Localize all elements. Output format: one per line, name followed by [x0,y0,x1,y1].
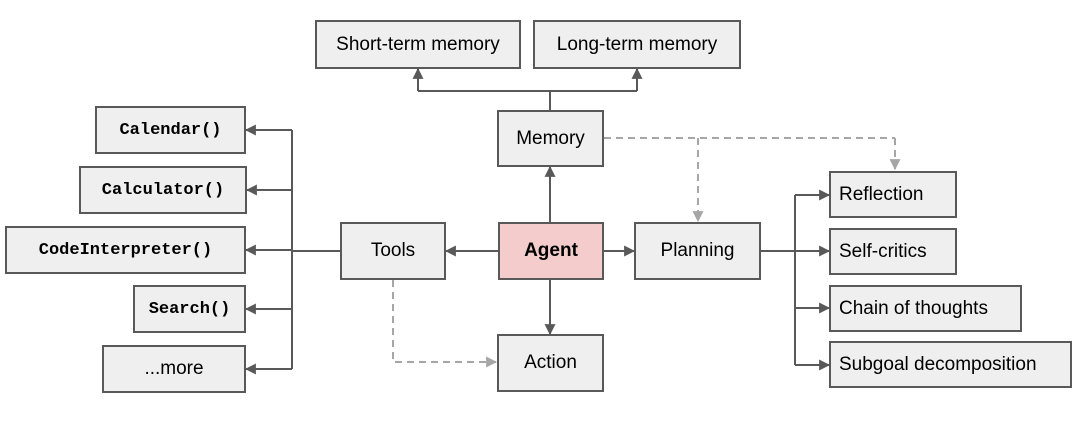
subgoal-decomposition-node: Subgoal decomposition [829,341,1072,388]
more-tools-node: ...more [102,345,246,393]
search-tool-node: Search() [133,285,246,333]
edge-tools-to-action-dashed [392,280,498,368]
calculator-tool-node: Calculator() [79,166,247,214]
planning-node: Planning [634,222,761,280]
long-term-memory-node: Long-term memory [533,20,741,69]
self-critics-node: Self-critics [829,228,957,275]
tools-node: Tools [340,222,446,280]
short-term-memory-node: Short-term memory [315,20,521,69]
action-node: Action [497,334,604,392]
agent-node: Agent [498,222,604,280]
chain-of-thoughts-node: Chain of thoughts [829,285,1022,332]
memory-node: Memory [497,110,604,167]
code-interpreter-tool-node: CodeInterpreter() [5,226,246,274]
calendar-tool-node: Calendar() [95,106,246,154]
edge-memory-memory-types [418,90,551,110]
reflection-node: Reflection [829,171,957,218]
